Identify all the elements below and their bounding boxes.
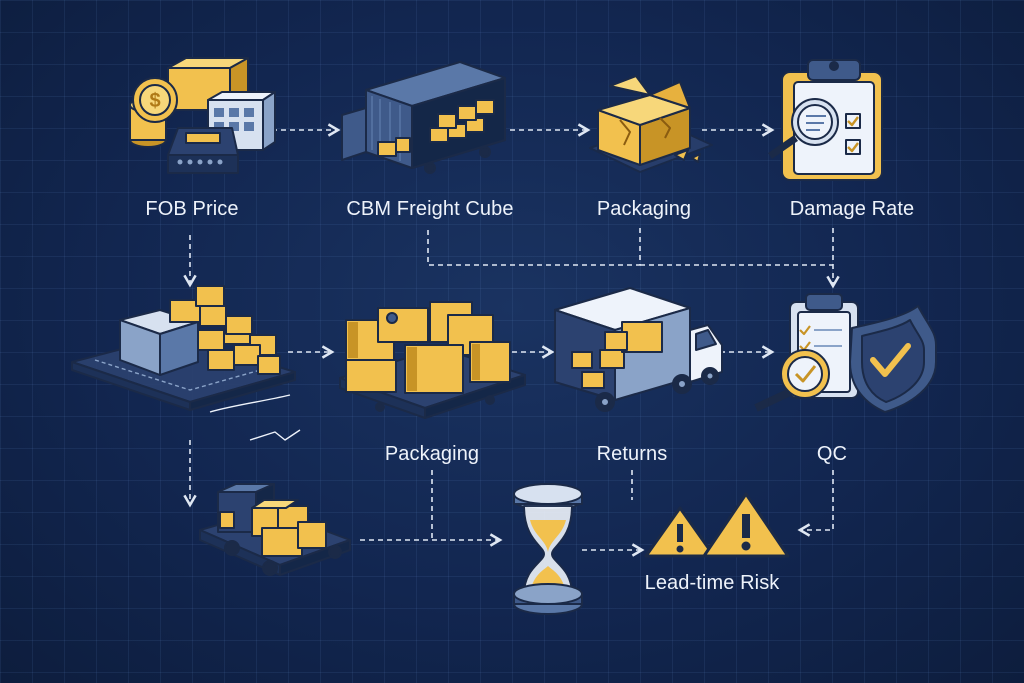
stacked-pallet-icon bbox=[71, 285, 301, 441]
clipboard-magnifier-icon bbox=[768, 59, 883, 181]
label-qc: QC bbox=[816, 443, 848, 465]
label-returns: Returns bbox=[596, 443, 668, 465]
label-cbm-freight-cube: CBM Freight Cube bbox=[346, 198, 514, 220]
shipping-container-icon bbox=[341, 61, 506, 174]
label-packaging-middle: Packaging bbox=[384, 443, 480, 465]
forklift-cart-icon bbox=[199, 483, 351, 576]
qc-shield-icon bbox=[754, 293, 937, 413]
label-lead-time-risk: Lead-time Risk bbox=[644, 572, 780, 594]
hourglass-icon bbox=[513, 483, 583, 615]
arrow-packaging-down-to-qc bbox=[427, 228, 641, 266]
arrow-qc-to-warning bbox=[797, 470, 834, 537]
pallet-boxes-icon bbox=[339, 301, 526, 419]
coins-and-cash-register-icon: $ bbox=[129, 57, 276, 174]
delivery-truck-icon bbox=[554, 287, 723, 412]
label-packaging-top: Packaging bbox=[596, 198, 692, 220]
damaged-box-icon bbox=[589, 75, 713, 173]
label-fob-price: FOB Price bbox=[145, 198, 239, 220]
svg-text:$: $ bbox=[149, 90, 160, 112]
label-damage-rate: Damage Rate bbox=[789, 198, 915, 220]
warning-triangles-icon bbox=[644, 492, 790, 558]
